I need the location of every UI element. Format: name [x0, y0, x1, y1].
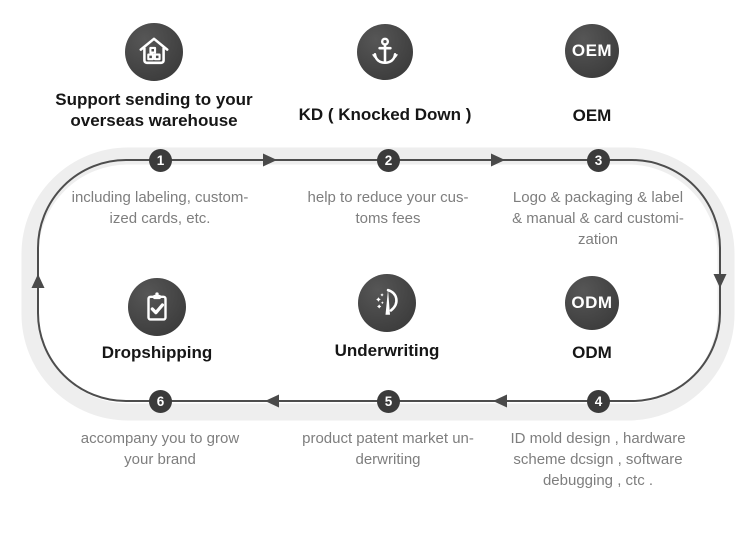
arrow-left-2-icon [265, 394, 279, 408]
arrow-right-2-icon [491, 153, 505, 167]
step-description-4: ID mold design , hardware scheme dcsign … [510, 430, 686, 489]
step-description-5: product patent market un- derwriting [302, 430, 474, 468]
step-description-6: accompany you to grow your brand [80, 430, 240, 468]
feature-oem: OEM OEM [452, 24, 732, 126]
odm-badge-text: ODM [571, 293, 613, 312]
oem-badge-text: OEM [571, 41, 613, 60]
feature-dropshipping: Dropshipping [17, 278, 297, 363]
feature-title-dropshipping: Dropshipping [101, 343, 213, 362]
anchor-icon [357, 24, 413, 80]
feature-title-odm: ODM [572, 343, 612, 362]
arrow-up-icon [31, 274, 45, 288]
clipboard-check-icon [128, 278, 186, 336]
step-marker-2: 2 [377, 149, 400, 172]
feature-odm: ODM ODM [452, 276, 732, 363]
step-marker-3: 3 [587, 149, 610, 172]
patent-monument-star-icon [358, 274, 416, 332]
step-marker-6: 6 [149, 390, 172, 413]
step-marker-1: 1 [149, 149, 172, 172]
step-marker-5: 5 [377, 390, 400, 413]
feature-title-underwriting: Underwriting [334, 341, 440, 360]
odm-badge-icon: ODM [565, 276, 619, 330]
step-description-1: including labeling, custom- ized cards, … [71, 189, 249, 227]
arrow-left-1-icon [493, 394, 507, 408]
step-description-3: Logo & packaging & label & manual & card… [512, 189, 684, 248]
house-boxes-icon [125, 23, 183, 81]
step-marker-4: 4 [587, 390, 610, 413]
arrow-right-1-icon [263, 153, 277, 167]
feature-title-kd: KD ( Knocked Down ) [298, 105, 472, 124]
arrow-down-icon [713, 274, 727, 288]
feature-underwriting: Underwriting [247, 274, 527, 361]
feature-overseas-warehouse: Support sending to your overseas warehou… [14, 23, 294, 131]
feature-title-overseas-warehouse: Support sending to your overseas warehou… [55, 90, 253, 130]
feature-kd: KD ( Knocked Down ) [245, 24, 525, 125]
step-description-2: help to reduce your cus- toms fees [307, 189, 469, 227]
feature-title-oem: OEM [572, 106, 612, 125]
oem-badge-icon: OEM [565, 24, 619, 78]
